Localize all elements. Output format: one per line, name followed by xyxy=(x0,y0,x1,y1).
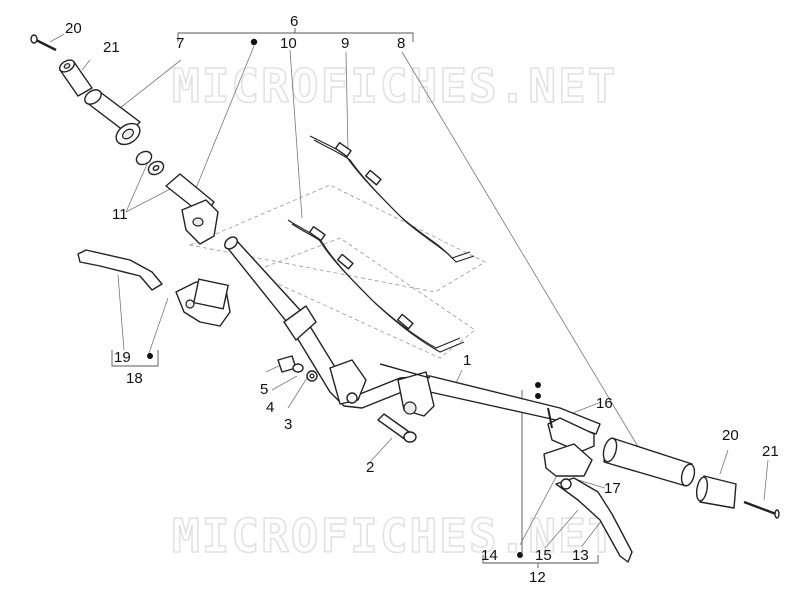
label-21-left: 21 xyxy=(103,39,120,56)
watermark-bottom: MICROFICHES.NET xyxy=(172,509,617,563)
bar-end-weight-left xyxy=(58,59,93,97)
bracket-group-18 xyxy=(111,350,159,367)
label-21-right: 21 xyxy=(762,443,779,460)
master-cylinder-left xyxy=(175,278,231,327)
handlebar xyxy=(224,236,601,435)
label-6: 6 xyxy=(290,13,298,30)
label-14: 14 xyxy=(481,547,498,564)
label-9: 9 xyxy=(341,35,349,52)
label-2: 2 xyxy=(366,459,374,476)
label-11: 11 xyxy=(112,206,128,223)
label-18: 18 xyxy=(126,370,143,387)
cable-routing-outline xyxy=(188,184,486,359)
label-1: 1 xyxy=(463,352,471,369)
label-16: 16 xyxy=(596,395,613,412)
brake-switch-right xyxy=(543,407,595,477)
label-12: 12 xyxy=(529,569,546,586)
grip-left xyxy=(84,89,141,146)
screw-right xyxy=(743,500,780,519)
leader-lines xyxy=(49,33,769,549)
label-19: 19 xyxy=(114,349,131,366)
bracket-group-12 xyxy=(482,382,599,568)
label-3: 3 xyxy=(284,416,292,433)
bar-end-weight-right xyxy=(695,475,737,509)
part-labels: 6 7 10 9 8 20 21 11 1 2 3 4 5 19 18 16 1… xyxy=(65,13,779,586)
label-7: 7 xyxy=(176,35,184,52)
washers xyxy=(135,150,165,176)
screw-left xyxy=(30,34,57,52)
label-20-right: 20 xyxy=(722,427,739,444)
handlebar-bolt xyxy=(377,413,417,443)
brake-lever-right xyxy=(555,477,633,563)
label-20-left: 20 xyxy=(65,20,82,37)
label-13: 13 xyxy=(572,547,589,564)
throttle-grip-assembly xyxy=(165,173,219,245)
label-8: 8 xyxy=(397,35,405,52)
watermark-top: MICROFICHES.NET xyxy=(172,59,617,113)
label-15: 15 xyxy=(535,547,552,564)
throttle-cables xyxy=(287,135,475,353)
label-17: 17 xyxy=(604,480,621,497)
label-4: 4 xyxy=(266,399,274,416)
bracket-group-6 xyxy=(177,28,414,46)
label-5: 5 xyxy=(260,381,268,398)
nut-and-washers xyxy=(277,355,318,382)
grip-right xyxy=(602,437,696,487)
label-10: 10 xyxy=(280,35,297,52)
brake-lever-left xyxy=(77,249,163,291)
